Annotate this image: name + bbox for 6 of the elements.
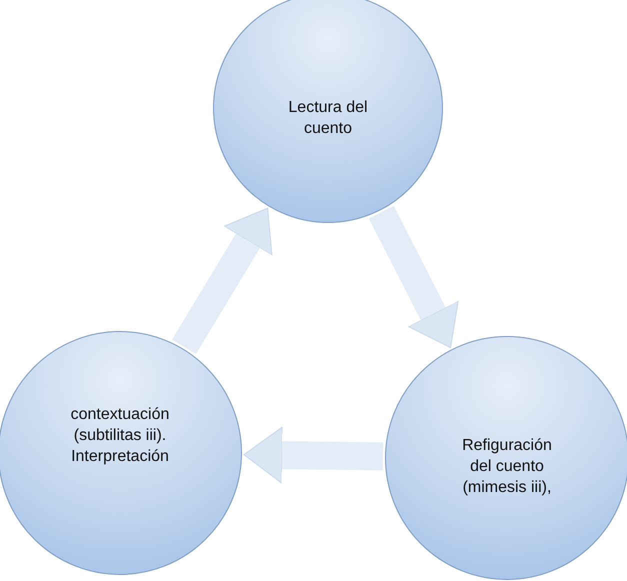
block-arrow: [244, 426, 384, 484]
block-arrow: [368, 206, 459, 348]
block-arrow: [172, 208, 272, 354]
node-text: Refiguración del cuento (mimesis iii),: [461, 436, 553, 498]
node-text: Lectura del cuento: [287, 98, 369, 139]
node-text: contextuación (subtilitas iii). Interpretación: [70, 404, 170, 466]
